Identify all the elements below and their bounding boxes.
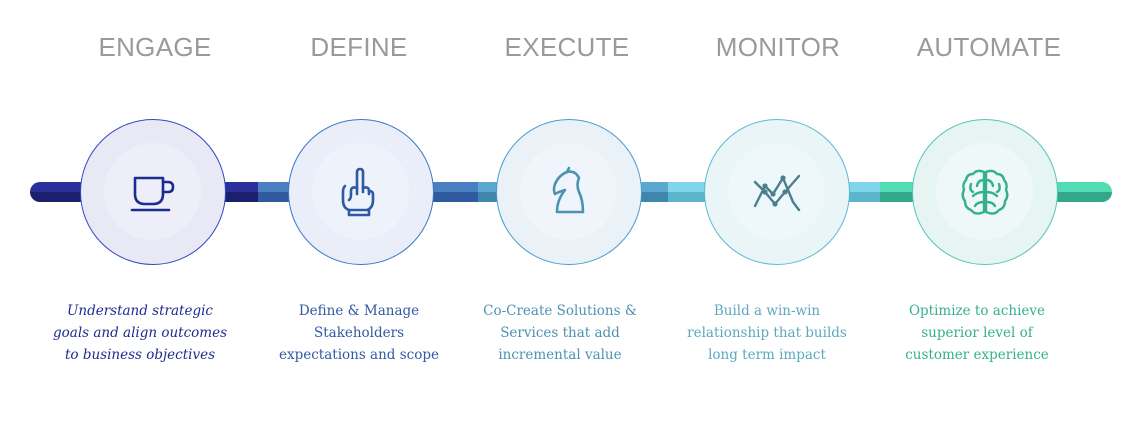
step-circle-engage <box>80 119 226 265</box>
chess-knight-icon <box>552 166 585 214</box>
pointing-hand-icon <box>341 167 375 217</box>
brain-icon <box>961 169 1009 215</box>
step-description-automate: Optimize to achieve superior level of cu… <box>905 303 1049 363</box>
step-circle-automate <box>912 119 1058 265</box>
step-title-define: DEFINE <box>310 32 408 62</box>
coffee-cup-icon <box>130 176 175 212</box>
step-title-automate: AUTOMATE <box>916 32 1062 62</box>
step-description-monitor: Build a win-win relationship that builds… <box>687 303 847 363</box>
step-description-engage: Understand strategic goals and align out… <box>53 303 227 363</box>
timeline-cap-left <box>30 182 50 202</box>
step-circle-define <box>288 119 434 265</box>
step-title-monitor: MONITOR <box>715 32 841 62</box>
line-chart-icon <box>753 174 801 212</box>
step-circle-execute <box>496 119 642 265</box>
step-title-execute: EXECUTE <box>504 32 630 62</box>
step-description-define: Define & Manage Stakeholders expectation… <box>279 303 439 363</box>
step-description-execute: Co-Create Solutions & Services that add … <box>483 303 637 363</box>
step-circle-monitor <box>704 119 850 265</box>
step-title-engage: ENGAGE <box>98 32 212 62</box>
timeline-cap-right <box>1100 182 1112 202</box>
